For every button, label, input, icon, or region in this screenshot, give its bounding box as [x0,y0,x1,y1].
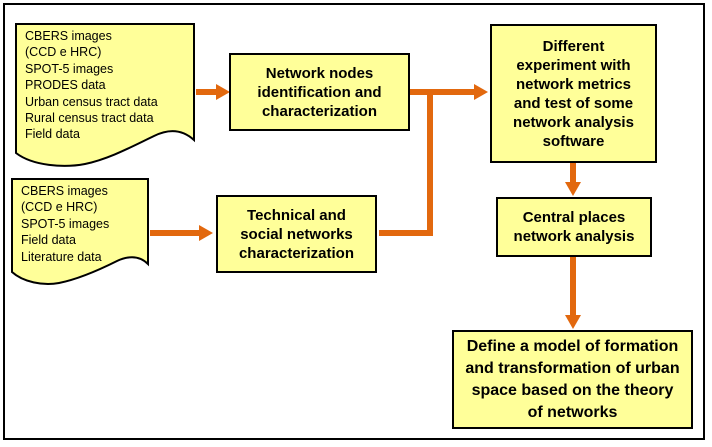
text-line: network metrics [515,75,632,93]
document-shape [15,23,195,167]
text-line: and transformation of urban [465,359,680,377]
text-line: and test of some [513,94,634,112]
text-line: network analysis [513,113,634,131]
diagram-frame [3,3,705,440]
text-line: Field data [25,127,80,142]
text-line: SPOT-5 images [25,61,114,76]
text-line: Define a model of formation [466,337,679,355]
text-line: social networks [240,225,353,243]
text-line: Literature data [21,249,102,264]
text-line: identification and [257,83,382,101]
text-line: CBERS images [25,29,112,43]
process-central-places-analysis: Central places network analysis [496,197,652,257]
text-line: Central places [522,209,626,226]
text-line: experiment with [516,56,631,74]
text-line: network analysis [513,228,635,245]
text-line: Urban census tract data [25,94,158,109]
text-line: (CCD e HRC) [21,200,98,215]
text-line: PRODES data [25,78,106,93]
text-line: Technical and [247,206,346,224]
text-line: Different [542,37,605,55]
text-line: space based on the theory [471,381,674,399]
text-line: SPOT-5 images [21,216,110,231]
text-line: Network nodes [265,64,374,82]
text-line: characterization [261,102,378,120]
text-line: CBERS images [21,184,108,198]
text-line: software [542,132,605,150]
process-define-urban-space-model: Define a model of formation and transform… [452,330,693,429]
text-line: (CCD e HRC) [25,45,102,60]
text-line: of networks [527,403,618,421]
text-line: Field data [21,233,76,248]
text-line: Rural census tract data [25,111,154,126]
text-line: characterization [238,244,355,262]
document-shape [11,178,149,285]
